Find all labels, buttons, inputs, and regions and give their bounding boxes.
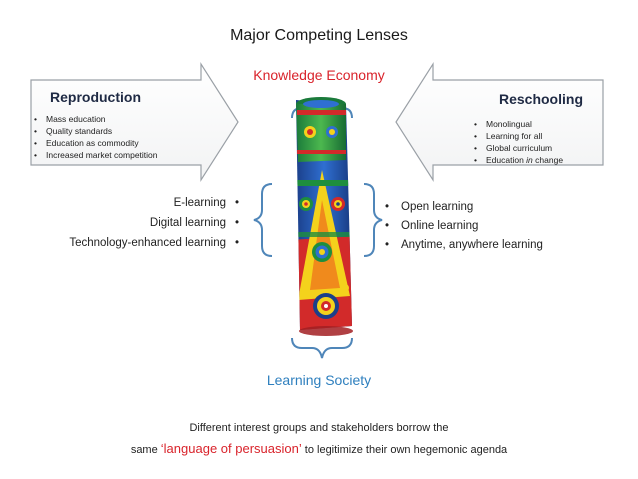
right-list-item: •Anytime, anywhere learning <box>385 239 543 251</box>
list-item: Global curriculum <box>472 142 563 154</box>
diagram-title: Major Competing Lenses <box>230 27 408 44</box>
list-item: Education as commodity <box>32 137 158 149</box>
list-item: Quality standards <box>32 125 158 137</box>
right-list-item: •Online learning <box>385 220 479 232</box>
right-bracket <box>363 183 383 257</box>
right-list-item: •Open learning <box>385 201 474 213</box>
learning-society-label: Learning Society <box>266 372 372 388</box>
persuasion-emphasis: ‘language of persuasion’ <box>160 441 302 456</box>
knowledge-economy-label: Knowledge Economy <box>253 67 385 83</box>
bottom-bracket <box>291 337 353 359</box>
list-item: Learning for all <box>472 130 563 142</box>
reschooling-list: Monolingual Learning for all Global curr… <box>472 118 563 166</box>
left-list-item: E-learning• <box>173 197 240 209</box>
kaleidoscope-image <box>296 97 353 336</box>
left-list-item: Digital learning• <box>149 217 240 229</box>
left-bracket <box>253 183 273 257</box>
reproduction-heading: Reproduction <box>50 89 141 105</box>
reschooling-heading: Reschooling <box>498 91 583 107</box>
footnote-line-1: Different interest groups and stakeholde… <box>189 422 449 434</box>
list-item: Increased market competition <box>32 149 158 161</box>
list-item: Education in change <box>472 154 563 166</box>
reproduction-list: Mass education Quality standards Educati… <box>32 113 158 161</box>
list-item: Mass education <box>32 113 158 125</box>
left-list-item: Technology-enhanced learning• <box>69 237 240 249</box>
footnote-line-2: same ‘language of persuasion’ to legitim… <box>130 441 508 456</box>
list-item: Monolingual <box>472 118 563 130</box>
